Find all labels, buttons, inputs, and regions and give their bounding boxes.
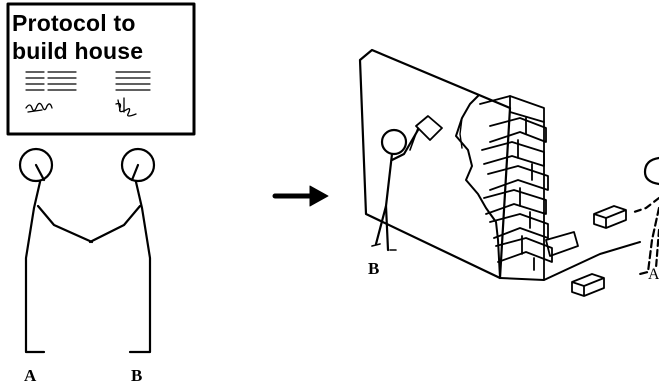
loose-brick-1	[594, 206, 626, 228]
label-builder-b: B	[368, 259, 379, 279]
label-person-b: B	[131, 366, 142, 386]
wall-panel	[360, 50, 510, 278]
person-a-left	[20, 149, 92, 352]
trowel-icon	[416, 116, 442, 140]
builder-a	[634, 158, 659, 274]
person-b-left	[90, 149, 154, 352]
house-wall	[360, 50, 640, 296]
loose-brick-2	[572, 274, 604, 296]
signature-a	[26, 103, 52, 112]
brick-in-corner	[546, 232, 578, 256]
signature-b	[116, 98, 136, 116]
label-builder-a: A	[648, 266, 659, 284]
brick-column	[480, 96, 552, 280]
builder-a-head	[645, 158, 659, 184]
label-person-a: A	[24, 366, 36, 386]
document-text-lines-right	[116, 72, 150, 90]
document-text-lines-left	[26, 72, 76, 90]
document-title-line2: build house	[12, 38, 190, 64]
builder-b-head	[382, 130, 406, 154]
transition-arrow	[275, 186, 328, 206]
builder-b	[372, 116, 442, 250]
document-title-line1: Protocol to	[12, 10, 190, 36]
